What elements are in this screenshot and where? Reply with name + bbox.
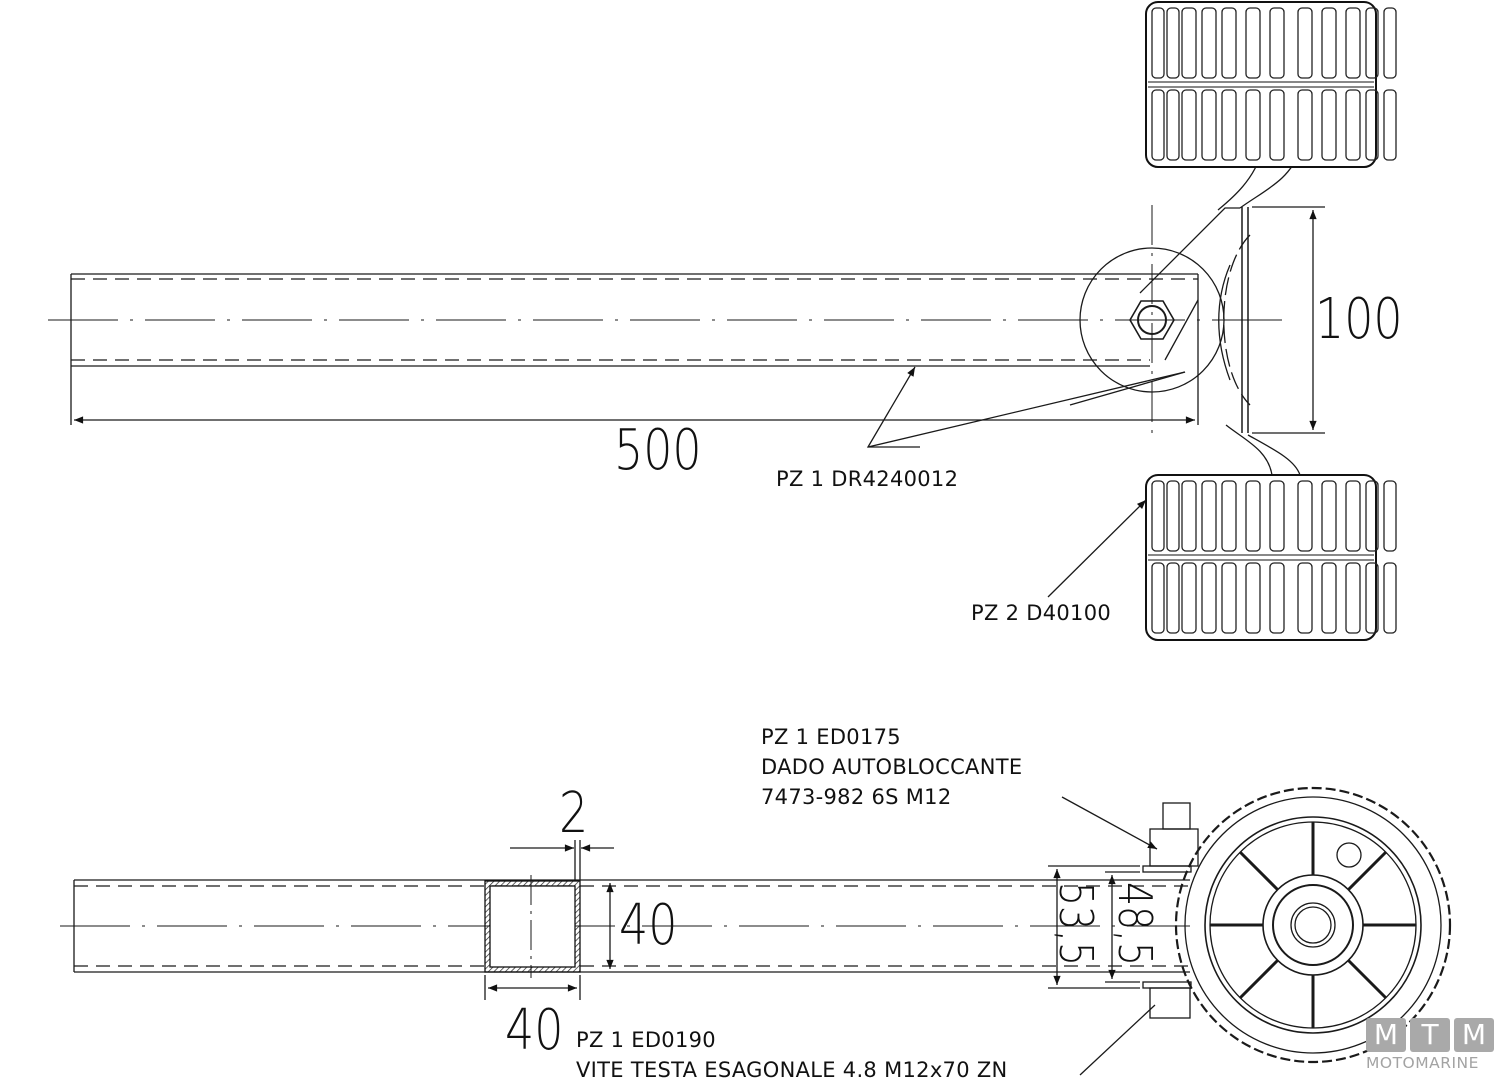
logo-letter-t: T [1410, 1018, 1450, 1052]
roller-bottom [1145, 474, 1397, 641]
callout-nut-line-3: 7473-982 6S M12 [761, 785, 952, 809]
callout-bolt: PZ 1 ED0190 VITE TESTA ESAGONALE 4.8 M12… [576, 1025, 1008, 1085]
callout-bolt-line-1: PZ 1 ED0190 [576, 1028, 716, 1052]
top-view [48, 149, 1325, 598]
wheel [1174, 786, 1452, 1064]
callout-tube: PZ 1 DR4240012 [776, 467, 959, 491]
callout-bolt-line-2: VITE TESTA ESAGONALE 4.8 M12x70 ZN [576, 1058, 1008, 1082]
callout-nut-line-2: DADO AUTOBLOCCANTE [761, 755, 1023, 779]
dim-profile-height-40: 40 [619, 893, 678, 958]
logo-letter-m2: M [1454, 1018, 1494, 1052]
bracket [1217, 149, 1301, 476]
logo-subtitle: MOTOMARINE [1366, 1054, 1479, 1072]
dim-wall-2: 2 [559, 781, 589, 846]
callout-nut-line-1: PZ 1 ED0175 [761, 725, 901, 749]
callout-roller: PZ 2 D40100 [971, 601, 1112, 625]
side-view [60, 786, 1452, 1076]
tube-body [48, 273, 1290, 425]
logo-letter-m1: M [1366, 1018, 1406, 1052]
dim-48-5: 48,5 [1108, 882, 1162, 966]
callout-nut: PZ 1 ED0175 DADO AUTOBLOCCANTE 7473-982 … [761, 722, 1022, 812]
roller-top [1145, 1, 1397, 168]
mtm-logo: M T M MOTOMARINE [1366, 1018, 1496, 1080]
dim-100: 100 [1315, 287, 1403, 352]
pivot-assembly [1069, 205, 1240, 435]
dim-500: 500 [614, 418, 702, 483]
dim-profile-width-40: 40 [505, 998, 564, 1063]
dim-53-5: 53,5 [1049, 882, 1103, 966]
